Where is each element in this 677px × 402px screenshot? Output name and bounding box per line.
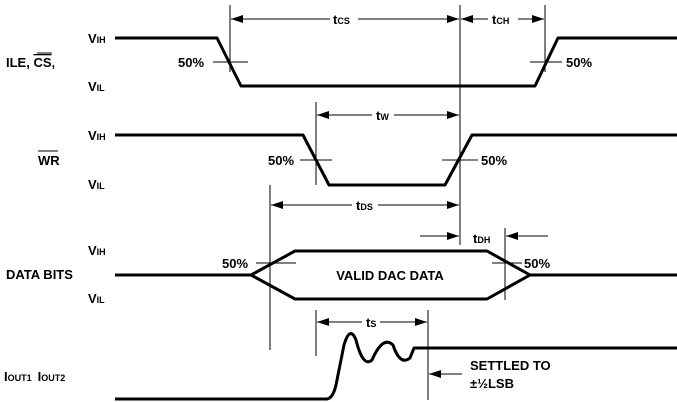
svg-text:50%: 50% [481, 153, 507, 168]
waveform-iout [115, 332, 677, 401]
svg-text:50%: 50% [524, 256, 550, 271]
svg-text:SETTLED TO: SETTLED TO [470, 358, 551, 373]
svg-text:tW: tW [376, 108, 389, 123]
valid-data-label: VALID DAC DATA [336, 268, 444, 283]
timing-t-dh: tDH [420, 231, 548, 246]
waveform-ile-cs [115, 36, 677, 88]
svg-text:±½LSB: ±½LSB [470, 376, 514, 391]
reference-lines [229, 5, 546, 400]
timing-t-ch: tCH [461, 12, 544, 27]
svg-text:tCS: tCS [333, 12, 350, 27]
svg-text:tS: tS [366, 315, 376, 330]
timing-t-w: tW [317, 108, 459, 123]
svg-text:50%: 50% [222, 256, 248, 271]
level-labels: VIH VIL VIH VIL VIH VIL [88, 31, 106, 306]
svg-text:tCH: tCH [492, 12, 509, 27]
threshold-marks: 50% 50% 50% 50% 50% 50% [178, 55, 592, 271]
waveform-data-bits [115, 249, 677, 301]
svg-text:VIH: VIH [88, 31, 106, 46]
timing-t-cs: tCS [231, 12, 459, 27]
svg-text:VIH: VIH [88, 243, 106, 258]
svg-text:tDS: tDS [356, 198, 373, 213]
settled-annotation: SETTLED TO ±½LSB [429, 358, 551, 391]
timing-t-s: tS [317, 315, 427, 330]
signal-label-wr: WR [38, 153, 60, 168]
svg-text:tDH: tDH [473, 231, 490, 246]
svg-text:50%: 50% [178, 55, 204, 70]
svg-text:VIL: VIL [88, 79, 105, 94]
waveform-wr [115, 133, 677, 187]
svg-text:50%: 50% [268, 153, 294, 168]
signal-label-ile-cs: ILE, CS, [6, 55, 55, 70]
svg-text:VIL: VIL [88, 177, 105, 192]
svg-text:VIL: VIL [88, 291, 105, 306]
svg-text:50%: 50% [566, 55, 592, 70]
timing-t-ds: tDS [271, 198, 459, 213]
svg-text:VIH: VIH [88, 128, 106, 143]
signal-label-data-bits: DATA BITS [6, 267, 73, 282]
